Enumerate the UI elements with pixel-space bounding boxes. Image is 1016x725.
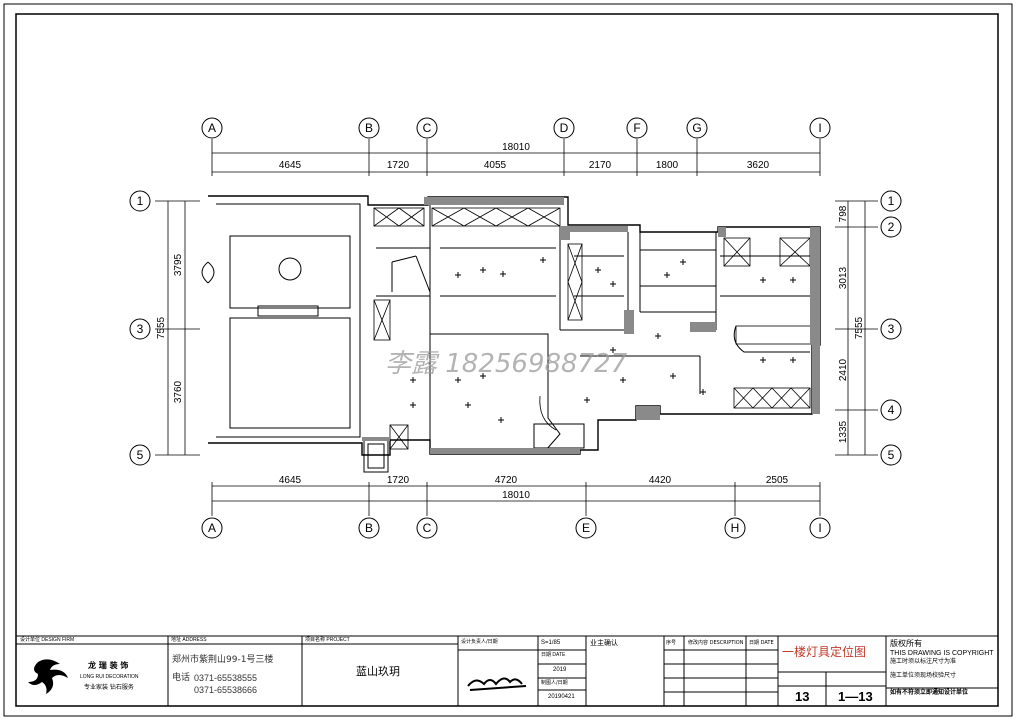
grid-label-left: 1 [137,194,144,208]
grid-label-top: F [633,121,640,135]
sheet-number: 13 [795,689,810,704]
phone-label: 电话 [172,673,191,683]
scale-value: S=1/85 [541,640,561,646]
company-address: 郑州市紫荆山99-1号三楼 [172,655,274,665]
bottom-grid-bubbles [201,517,831,539]
grid-label-left: 3 [137,322,144,336]
client-confirm-label: 业主确认 [590,639,618,647]
address-label: 地址 ADDRESS [171,637,207,643]
grid-label-bottom: E [582,521,590,535]
dim-left-seg: 3760 [173,380,184,403]
dim-top-seg: 1800 [656,160,679,171]
dim-right-seg: 3013 [838,266,849,289]
grid-label-top: D [560,121,569,135]
phone-1: 0371-65538555 [194,673,258,683]
dim-bottom-seg: 1720 [387,475,410,486]
company-name-en: LONG RUI DECORATION [80,674,139,680]
grid-label-top: I [818,121,821,135]
left-grid-bubbles [129,190,151,466]
right-dimension-lines [835,200,878,456]
dim-top-seg: 3620 [747,160,770,171]
top-grid-bubbles [201,117,831,139]
project-name: 蓝山玖玥 [356,665,400,678]
grid-label-top: C [423,121,432,135]
signature-scribble [467,677,527,691]
watermark-text: 李露 18256988727 [385,349,628,379]
dim-bottom-seg: 2505 [766,475,789,486]
dim-right-seg: 1335 [838,420,849,443]
dim-right-total: 7555 [854,316,865,339]
grid-label-right: 5 [888,448,895,462]
grid-label-bottom: A [208,521,216,535]
project-label: 项目名称 PROJECT [305,637,350,643]
dim-left-total: 7555 [156,316,167,339]
company-slogan: 专业家装 钻石服务 [84,684,134,691]
year-value: 2019 [553,667,567,673]
grid-label-right: 4 [888,403,895,417]
grid-label-bottom: B [365,521,373,535]
revision-label: 修改内容 DESCRIPTION [688,640,744,646]
drawing-title: 一楼灯具定位图 [782,645,867,659]
note-1: 施工时须以标注尺寸为准 [890,658,957,665]
rev-date-label: 日期 DATE [749,640,774,646]
top-dimension-lines [211,139,821,176]
dim-right-seg: 2410 [838,358,849,381]
grid-label-left: 5 [137,448,144,462]
floor-plan [201,195,821,473]
date-value: 20190421 [548,694,575,700]
dim-bottom-seg: 4645 [279,475,302,486]
company-name-cn: 龙 瑞 装 饰 [88,661,129,670]
wall-fills [362,197,820,454]
right-grid-bubbles [880,190,902,466]
grid-label-right: 1 [888,194,895,208]
grid-label-top: B [365,121,373,135]
dim-left-seg: 3795 [173,253,184,276]
dim-top-seg: 2170 [589,160,612,171]
drawing-by-label: 制图人/日期 [541,680,568,686]
dim-right-seg: 798 [838,205,849,222]
copyright-en: THIS DRAWING IS COPYRIGHT [890,650,994,657]
outer-frame [3,3,1013,717]
grid-label-bottom: C [423,521,432,535]
grid-label-top: A [208,121,216,135]
note-3: 如有不符须立即通知设计单位 [890,689,969,696]
dim-top-seg: 1720 [387,160,410,171]
sheet-range: 1—13 [838,689,873,704]
grid-label-right: 3 [888,322,895,336]
left-dimension-lines [155,200,200,456]
bottom-dimension-lines [211,482,821,516]
dim-bottom-seg: 4720 [495,475,518,486]
date-label: 日期 DATE [541,652,566,658]
dim-top-seg: 4645 [279,160,302,171]
grid-label-bottom: I [818,521,821,535]
designer-label: 设计单位 DESIGN FIRM [20,637,75,643]
dim-bottom-total: 18010 [502,490,530,501]
company-logo-icon [28,659,68,694]
seq-label: 序号 [666,640,677,646]
grid-label-top: G [692,121,701,135]
copyright-cn: 版权所有 [890,639,922,648]
title-block [15,635,999,707]
phone-2: 0371-65538666 [194,685,258,695]
grid-label-right: 2 [888,220,895,234]
light-fixtures [410,257,796,423]
dim-top-total: 18010 [502,142,530,153]
dim-top-seg: 4055 [484,160,507,171]
note-2: 施工单位须现场校验尺寸 [890,672,957,679]
grid-label-bottom: H [731,521,740,535]
dim-bottom-seg: 4420 [649,475,672,486]
designer-sign-label: 设计负责人/日期 [461,639,498,645]
